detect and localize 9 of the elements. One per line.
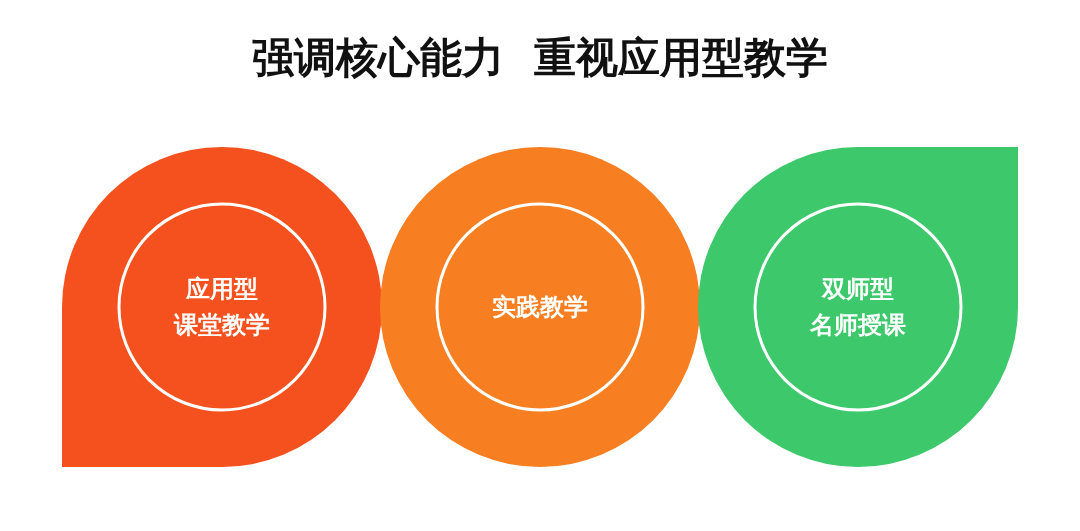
node-label: 应用型 (186, 274, 258, 305)
circle-shape (380, 147, 700, 467)
title: 强调核心能力 重视应用型教学 (251, 32, 829, 84)
drop-shape (698, 147, 1018, 467)
node-label: 名师授课 (810, 310, 906, 341)
drop-shape (62, 147, 382, 467)
node-label: 实践教学 (492, 292, 588, 323)
node-label: 课堂教学 (174, 310, 270, 341)
node-label: 双师型 (822, 274, 894, 305)
